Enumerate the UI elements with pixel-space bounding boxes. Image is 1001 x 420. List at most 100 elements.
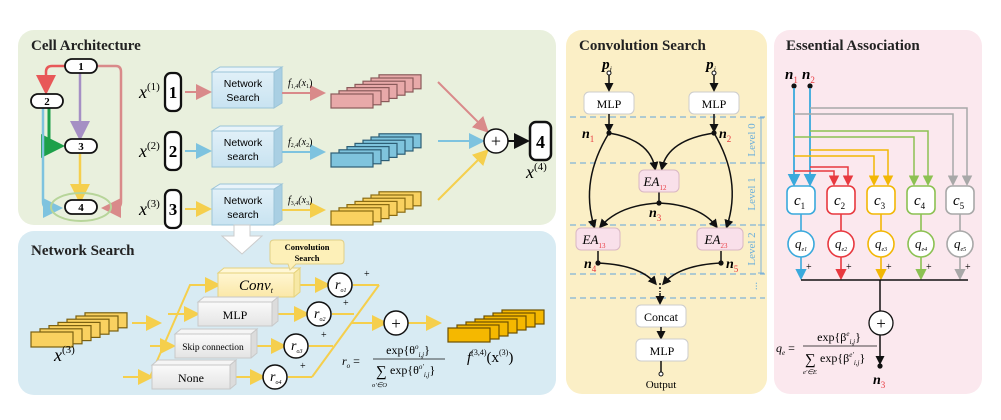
ea-wire-n2-c5 — [810, 107, 973, 186]
plus-mark: + — [806, 262, 812, 273]
ea-wire-n1-c5 — [794, 113, 959, 186]
op-conv-box: Convt — [216, 266, 302, 298]
concat-label: Concat — [644, 310, 679, 324]
level-ruler — [758, 117, 764, 274]
ea-wire-n1-c2 — [794, 170, 840, 186]
row-input-label: x(1) — [138, 81, 160, 102]
weight-r-o2: ro2 — [306, 301, 332, 327]
svg-text:c2: c2 — [834, 193, 845, 211]
cell-output-node-label: 4 — [536, 132, 545, 152]
graph-node-2: 2 — [30, 93, 64, 109]
ea-box-12 — [638, 169, 680, 193]
svg-text:qe3: qe3 — [875, 236, 887, 253]
ea-formula-denominator: exp{βe'i,j} — [820, 351, 865, 367]
cell-architecture-title: Cell Architecture — [31, 38, 141, 54]
svg-text:c4: c4 — [914, 193, 926, 211]
formula-numerator: exp{θoi,j} — [386, 343, 430, 359]
network-search-box-side — [273, 125, 283, 168]
row-input-node — [163, 71, 183, 113]
svg-text:qe2: qe2 — [835, 236, 847, 253]
row-input-node — [163, 130, 183, 172]
cell-output-label: x(4) — [525, 161, 547, 182]
level-0-label: Level 0 — [746, 123, 758, 157]
formula-denominator: exp{θo'i,j} — [390, 363, 435, 379]
feature-slice — [330, 152, 374, 168]
ea-formula-sum-subscript: e'∈E — [803, 369, 817, 376]
row-input-node-label: 3 — [169, 200, 178, 219]
plus-mark: + — [886, 262, 892, 273]
svg-text:qe1: qe1 — [795, 236, 807, 253]
mlp-bottom-label: MLP — [650, 344, 675, 358]
ea-weight-q-e1: qe1 — [787, 230, 815, 258]
network-sum-node — [383, 310, 409, 336]
node-n2: n2 — [719, 127, 731, 144]
ea-wire-n1-c3 — [794, 155, 880, 186]
op-none-label: None — [178, 371, 204, 385]
network-input-label: x(3) — [53, 344, 75, 365]
network-sum-plus: + — [391, 314, 401, 333]
edge-2-4 — [41, 107, 63, 218]
input-p-i: pi — [600, 57, 612, 74]
weight-r-o1: ro1 — [327, 272, 353, 298]
ea-sum-node — [868, 310, 894, 336]
ea-input-n2: n2 — [802, 67, 815, 85]
svg-text:4: 4 — [78, 202, 84, 214]
network-search-box-side — [273, 183, 283, 226]
network-output-feature-stack — [447, 309, 545, 343]
svg-text:ro3: ro3 — [291, 339, 302, 355]
mlp-left-label: MLP — [597, 97, 622, 111]
ea-13-label: EA13 — [582, 232, 606, 250]
row-function-label: f3,4(x3) — [288, 195, 312, 207]
network-search-box-side — [273, 66, 283, 109]
network-search-box-label-2: search — [227, 151, 259, 163]
input-feature-slice — [30, 331, 74, 348]
ea-cell-c4: c4 — [906, 185, 936, 231]
ea-cell-c3: c3 — [866, 185, 896, 231]
plus-mark: + — [343, 298, 349, 309]
level-1-label: Level 1 — [746, 177, 758, 210]
ea-formula-sum-symbol: ∑ — [805, 352, 816, 368]
network-search-box-label-1: Network — [224, 78, 263, 90]
level-more-label: ... — [748, 282, 760, 291]
ea-weight-q-e5: qe5 — [946, 230, 974, 258]
node-n3: n3 — [649, 206, 662, 223]
network-softmax-formula: ro = exp{θoi,j} ∑ exp{θo'i,j} o'∈O — [342, 343, 445, 389]
svg-text:3: 3 — [78, 141, 84, 153]
row-feature-stack — [330, 191, 422, 226]
ea-wire-n1-c4 — [794, 136, 920, 186]
op-mlp-label: MLP — [223, 308, 248, 322]
network-branch-lines — [123, 277, 442, 385]
op-conv-label: Convt — [239, 278, 274, 295]
edge-1-4 — [97, 64, 123, 218]
feature-slice — [330, 93, 374, 109]
row-function-label: f1,4(x1) — [288, 78, 312, 90]
formula-lhs: ro = — [342, 354, 360, 370]
graph-node-1: 1 — [64, 58, 98, 74]
network-search-title: Network Search — [31, 243, 135, 259]
svg-text:qe5: qe5 — [954, 236, 966, 253]
callout-line-1: Convolution — [285, 242, 330, 252]
ea-sum-plus: + — [876, 314, 886, 333]
ea-box-23 — [696, 227, 744, 251]
network-search-box-top — [210, 125, 284, 132]
arrow-row1-to-sum — [437, 81, 489, 133]
ea-wire-n2-c4 — [810, 130, 934, 186]
essential-association-title: Essential Association — [786, 38, 920, 54]
svg-text:1: 1 — [78, 61, 84, 73]
conv-output-label: Output — [646, 379, 677, 391]
row-function-label: f2,4(x2) — [288, 137, 312, 149]
expand-down-arrow-icon — [220, 224, 264, 255]
op-none-box: None — [150, 358, 238, 390]
svg-text:c3: c3 — [874, 193, 886, 211]
plus-mark: + — [321, 330, 327, 341]
op-mlp-box: MLP — [196, 295, 280, 327]
row-feature-stack — [330, 74, 422, 109]
mlp-right-label: MLP — [702, 97, 727, 111]
convolution-search-panel — [566, 30, 767, 394]
